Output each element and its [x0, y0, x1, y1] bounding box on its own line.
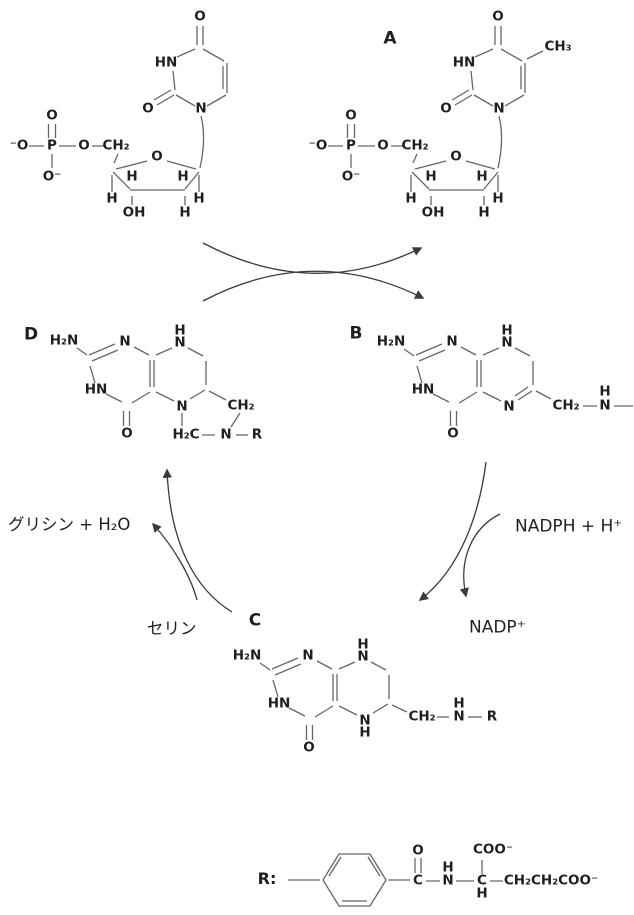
atom-label: O	[447, 425, 459, 442]
atom-label: H	[405, 190, 417, 207]
atom-label: H	[126, 168, 138, 185]
methylene-thf-bonds	[76, 343, 248, 436]
text-nadph: NADPH + H⁺	[515, 516, 623, 537]
atom-label: ⁻O	[308, 137, 328, 154]
label-c: C	[248, 610, 262, 631]
atom-label: O	[345, 107, 357, 124]
atom-label: HN	[267, 695, 291, 712]
atom-label: O	[142, 100, 154, 117]
atom-label: N	[174, 334, 186, 351]
atom-label: H	[193, 190, 205, 207]
dump-bonds	[29, 26, 228, 205]
atom-label: R	[251, 426, 263, 443]
atom-label: H	[476, 885, 488, 902]
atom-label: N	[119, 333, 131, 350]
atom-label: H	[599, 383, 611, 400]
arrow-serine-to-glycine	[151, 522, 198, 601]
atom-label: O	[377, 137, 389, 154]
atom-label: O	[450, 148, 462, 165]
atom-label: H	[442, 859, 454, 876]
atom-label: C	[413, 872, 423, 889]
atom-label: CH₂	[227, 397, 255, 414]
atom-label: H	[492, 190, 504, 207]
atom-label: H	[425, 168, 437, 185]
arrow-dump-to-dtmp	[202, 242, 423, 274]
atom-label: O	[46, 107, 58, 124]
dhf-bonds	[403, 343, 633, 426]
atom-label: N	[501, 334, 513, 351]
atom-label: N	[302, 647, 314, 664]
atom-label: CH₃	[544, 38, 572, 55]
atom-label: CH₂	[552, 397, 580, 414]
atom-label: H₂N	[232, 647, 262, 664]
atom-label: H	[179, 204, 191, 221]
atom-label: H₂N	[376, 333, 406, 350]
atom-label: H₂N	[49, 332, 79, 349]
atom-label: N	[195, 100, 207, 117]
atom-label: O⁻	[42, 168, 62, 185]
atom-label: C	[477, 872, 487, 889]
atom-label: N	[220, 426, 232, 443]
atom-label: R	[486, 708, 498, 725]
atom-label: HN	[84, 381, 108, 398]
dtmp-bonds	[328, 26, 544, 205]
atom-label: HN	[411, 381, 435, 398]
text-glycine-water: グリシン + H₂O	[8, 514, 131, 534]
r-group-bonds	[288, 853, 503, 907]
atom-label: H	[453, 695, 465, 712]
atom-label: O	[303, 739, 315, 756]
atom-label: ⁻O	[9, 137, 29, 154]
label-a: A	[383, 28, 397, 49]
atom-label: H	[478, 204, 490, 221]
atom-label: N	[503, 398, 515, 415]
text-nadp: NADP⁺	[469, 617, 526, 638]
atom-label: N	[357, 648, 369, 665]
atom-label: CH₂	[401, 137, 429, 154]
atom-label: H	[106, 190, 118, 207]
atom-label: O	[440, 100, 452, 117]
arrow-b-to-c	[418, 461, 487, 601]
atom-label: O	[492, 8, 504, 25]
atom-label: CH₂	[408, 708, 436, 725]
atom-label: N	[176, 398, 188, 415]
atom-label: O	[412, 842, 424, 859]
atom-label: O	[194, 8, 206, 25]
atom-label: O	[151, 148, 163, 165]
atom-label: OH	[122, 204, 146, 221]
atom-label: H	[357, 636, 369, 653]
atom-label: HN	[154, 54, 178, 71]
text-serine: セリン	[147, 618, 197, 638]
atom-label: HN	[452, 54, 476, 71]
atom-label: P	[47, 137, 57, 154]
atom-label: O	[121, 425, 133, 442]
atom-label: N	[446, 333, 458, 350]
arrow-c-to-d	[162, 468, 233, 613]
atom-label: H	[476, 168, 488, 185]
atom-label: N	[442, 872, 454, 889]
atom-label: CH₂	[102, 137, 130, 154]
atom-label: N	[359, 712, 371, 729]
atom-label: O⁻	[341, 168, 361, 185]
atom-label: P	[346, 137, 356, 154]
atom-label: H	[174, 322, 186, 339]
atom-label: OH	[421, 204, 445, 221]
atom-label: H₂C	[172, 426, 200, 443]
atom-label: N	[453, 708, 465, 725]
arrow-d-to-b	[202, 270, 425, 302]
arrow-nadph-to-nadp	[459, 513, 501, 598]
thf-bonds	[259, 657, 482, 740]
label-d: D	[23, 324, 39, 345]
r-group-prefix: R:	[257, 869, 277, 888]
label-b: B	[349, 323, 363, 344]
atom-label: O	[78, 137, 90, 154]
atom-label: H	[359, 724, 371, 741]
atom-label: N	[493, 100, 505, 117]
atom-label: N	[599, 397, 611, 414]
atom-label: COO⁻	[473, 841, 513, 858]
atom-label: H	[177, 168, 189, 185]
atom-label: H	[501, 322, 513, 339]
atom-label: CH₂CH₂COO⁻	[503, 872, 599, 889]
